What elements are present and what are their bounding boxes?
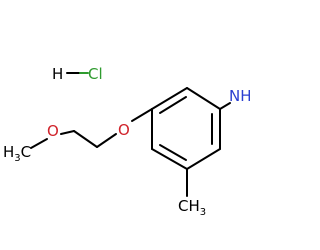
atom-h: H — [52, 65, 63, 83]
bond-ring-n — [219, 102, 231, 110]
ring-double-1 — [159, 96, 187, 114]
ring-methyl-label: CH3 — [178, 197, 206, 218]
bond-o-ch2 — [96, 133, 117, 148]
atom-ether-o: O — [118, 121, 130, 139]
bond-o-ch3 — [30, 138, 48, 149]
ring-double-3 — [159, 144, 187, 161]
ring-bond-5 — [151, 148, 188, 170]
ring-bond-2 — [186, 87, 221, 110]
ring-methyl-sub: 3 — [200, 207, 206, 218]
atom-methoxy-o: O — [47, 122, 59, 140]
amine-nh: NH — [229, 87, 250, 105]
methoxy-c: C — [21, 143, 31, 161]
structure-canvas: H Cl NH2 O O H3C CH3 — [3, 65, 250, 218]
structure-diagram: H Cl NH2 O O H3C CH3 — [3, 65, 250, 218]
methoxy-h: H — [3, 143, 14, 161]
amine-label: NH2 — [229, 87, 250, 108]
methoxy-sub: 3 — [14, 153, 20, 164]
bonds — [30, 72, 231, 197]
bond-ring-o — [131, 108, 153, 122]
atom-cl: Cl — [88, 65, 103, 83]
bond-ch2-ch2 — [73, 130, 98, 148]
methoxy-carbon-label: H3C — [3, 143, 31, 164]
bond-ch2-o — [60, 130, 75, 135]
ring-bond-4 — [186, 148, 221, 170]
ring-methyl-ch: CH — [178, 197, 200, 215]
ring-bond-1 — [151, 87, 188, 110]
